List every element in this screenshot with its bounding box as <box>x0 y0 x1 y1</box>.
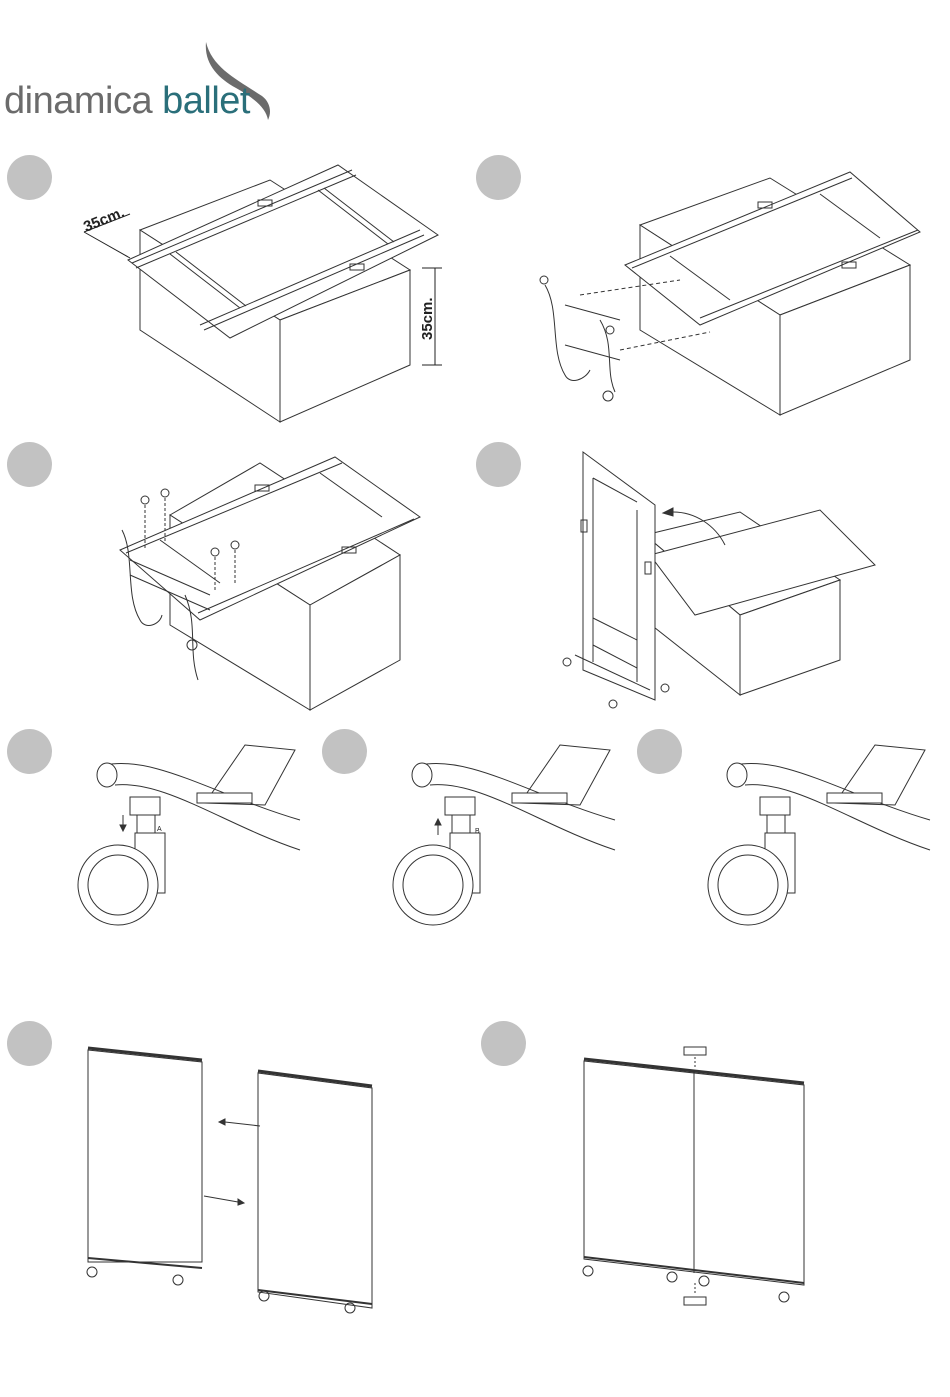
marker-b: B <box>475 828 480 835</box>
step-badge-9 <box>481 1021 526 1066</box>
brand-word-primary: dinamica <box>4 80 152 122</box>
step-badge-7 <box>637 729 682 774</box>
dim-height-label: 35cm. <box>419 297 436 340</box>
brand-word-accent: ballet <box>162 80 250 122</box>
step-7-illustration <box>705 745 935 935</box>
step-4-illustration <box>555 450 885 715</box>
step-badge-3 <box>7 442 52 487</box>
panel-right <box>258 1073 372 1308</box>
step-badge-1 <box>7 155 52 200</box>
step-badge-8 <box>7 1021 52 1066</box>
brand-wordmark: dinamica ballet <box>4 82 250 120</box>
step-8-illustration <box>80 1040 380 1320</box>
step-badge-4 <box>476 442 521 487</box>
panel-left <box>88 1050 202 1262</box>
dim-width-label: 35cm. <box>81 204 127 236</box>
step-5-illustration: A <box>75 745 305 935</box>
step-6-illustration: B <box>390 745 620 935</box>
marker-a: A <box>157 826 162 833</box>
step-9-illustration <box>580 1045 820 1325</box>
brand-logo: dinamica ballet <box>0 20 300 110</box>
step-badge-5 <box>7 729 52 774</box>
step-badge-2 <box>476 155 521 200</box>
step-2-illustration <box>530 170 930 420</box>
step-1-illustration: 35cm. 35cm. <box>70 160 450 430</box>
step-badge-6 <box>322 729 367 774</box>
step-3-illustration <box>110 455 450 715</box>
